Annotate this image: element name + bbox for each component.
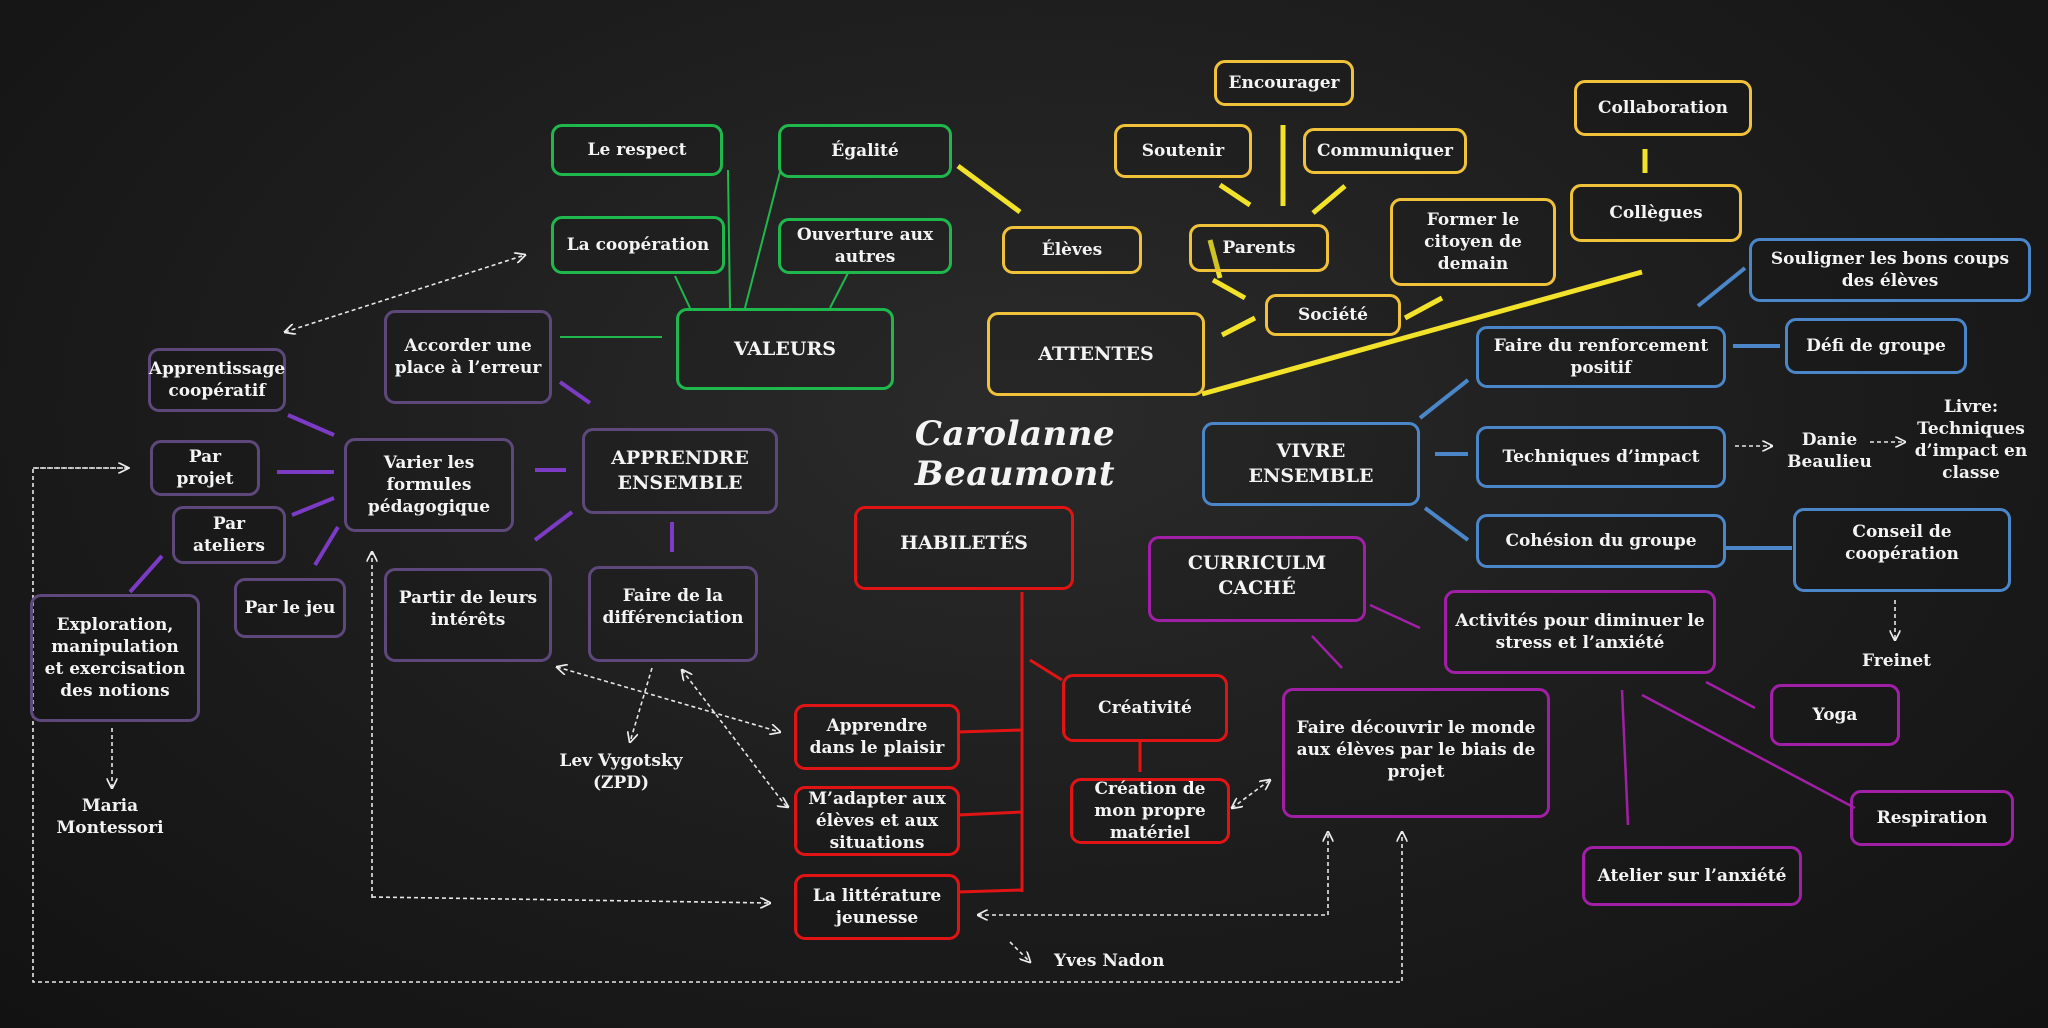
soutenir-node: Soutenir [1114, 124, 1252, 178]
valeurs-connectors [560, 169, 849, 338]
respect-node: Le respect [551, 124, 723, 176]
differenciation-node: Faire de la différenciation [588, 566, 758, 662]
adapter-node: M’adapter aux élèves et aux situations [794, 786, 960, 856]
reference-arrows [32, 255, 1905, 983]
nadon-arrow [1010, 940, 1028, 962]
arrow-to-yves-nadon [1010, 940, 1028, 962]
activites-node: Activités pour diminuer le stress et l’a… [1444, 590, 1716, 674]
encourager-node: Encourager [1214, 60, 1354, 106]
ouverture-node: Ouverture aux autres [778, 218, 952, 274]
habiletes-connectors [957, 592, 1142, 894]
plaisir-node: Apprendre dans le plaisir [794, 704, 960, 770]
societe-node: Société [1265, 294, 1401, 336]
respiration-node: Respiration [1850, 790, 2014, 846]
partir-interets-node: Partir de leurs intérêts [384, 568, 552, 662]
author-title: Carolanne Beaumont [914, 414, 1116, 494]
accorder-node: Accorder une place à l’erreur [384, 310, 552, 404]
exploration-node: Exploration, manipulation et exercisatio… [30, 594, 200, 722]
nadon-arrow-visible [1012, 942, 1030, 960]
par-le-jeu-node: Par le jeu [234, 578, 346, 638]
techniques-node: Techniques d’impact [1476, 426, 1726, 488]
communiquer-node: Communiquer [1303, 128, 1467, 174]
cohesion-node: Cohésion du groupe [1476, 514, 1726, 568]
valeurs-node: VALEURS [676, 308, 894, 390]
eleves-node: Élèves [1002, 226, 1142, 274]
former-node: Former le citoyen de demain [1390, 198, 1556, 286]
creativite-node: Créativité [1062, 674, 1228, 742]
conseil-node: Conseil de coopération [1793, 508, 2011, 592]
atelier-anxiete-node: Atelier sur l’anxiété [1582, 846, 1802, 906]
cooperation-node: La coopération [551, 216, 725, 274]
decouvrir-node: Faire découvrir le monde aux élèves par … [1282, 688, 1550, 818]
souligner-node: Souligner les bons coups des élèves [1749, 238, 2031, 302]
apprendre-ensemble-node: APPRENDRE ENSEMBLE [582, 428, 778, 514]
egalite-node: Égalité [778, 124, 952, 178]
collaboration-node: Collaboration [1574, 80, 1752, 136]
varier-node: Varier les formules pédagogique [344, 438, 514, 532]
maria-montessori-label: Maria Montessori [56, 796, 164, 839]
danie-beaulieu-label: Danie Beaulieu [1787, 430, 1872, 473]
collegues-node: Collègues [1570, 184, 1742, 242]
livre-label: Livre: Techniques d’impact en classe [1914, 397, 2028, 484]
yoga-node: Yoga [1770, 684, 1900, 746]
materiel-node: Création de mon propre matériel [1070, 778, 1230, 844]
parents-node: Parents [1189, 224, 1329, 272]
attentes-connectors [956, 125, 1648, 397]
arrow-yves-drawn [1009, 941, 1030, 962]
defi-node: Défi de groupe [1785, 318, 1967, 374]
par-ateliers-node: Par ateliers [172, 506, 286, 564]
curriculum-connectors [1311, 603, 1856, 826]
freinet-label: Freinet [1862, 651, 1932, 671]
yves-nadon-label: Yves Nadon [1054, 951, 1165, 971]
curriculum-cache-node: CURRICULM CACHÉ [1148, 536, 1366, 622]
par-projet-node: Par projet [150, 440, 260, 496]
apprendre-connectors [128, 380, 674, 594]
vygotsky-label: Lev Vygotsky (ZPD) [559, 751, 683, 794]
habiletes-node: HABILETÉS [854, 506, 1074, 590]
yves-nadon-arrow [1010, 942, 1030, 960]
attentes-node: ATTENTES [987, 312, 1205, 396]
vivre-connectors [1418, 266, 1792, 550]
vivre-ensemble-node: VIVRE ENSEMBLE [1202, 422, 1420, 506]
renforcement-node: Faire du renforcement positif [1476, 326, 1726, 388]
apprentissage-cooperatif-node: Apprentissage coopératif [148, 348, 286, 412]
litterature-node: La littérature jeunesse [794, 874, 960, 940]
